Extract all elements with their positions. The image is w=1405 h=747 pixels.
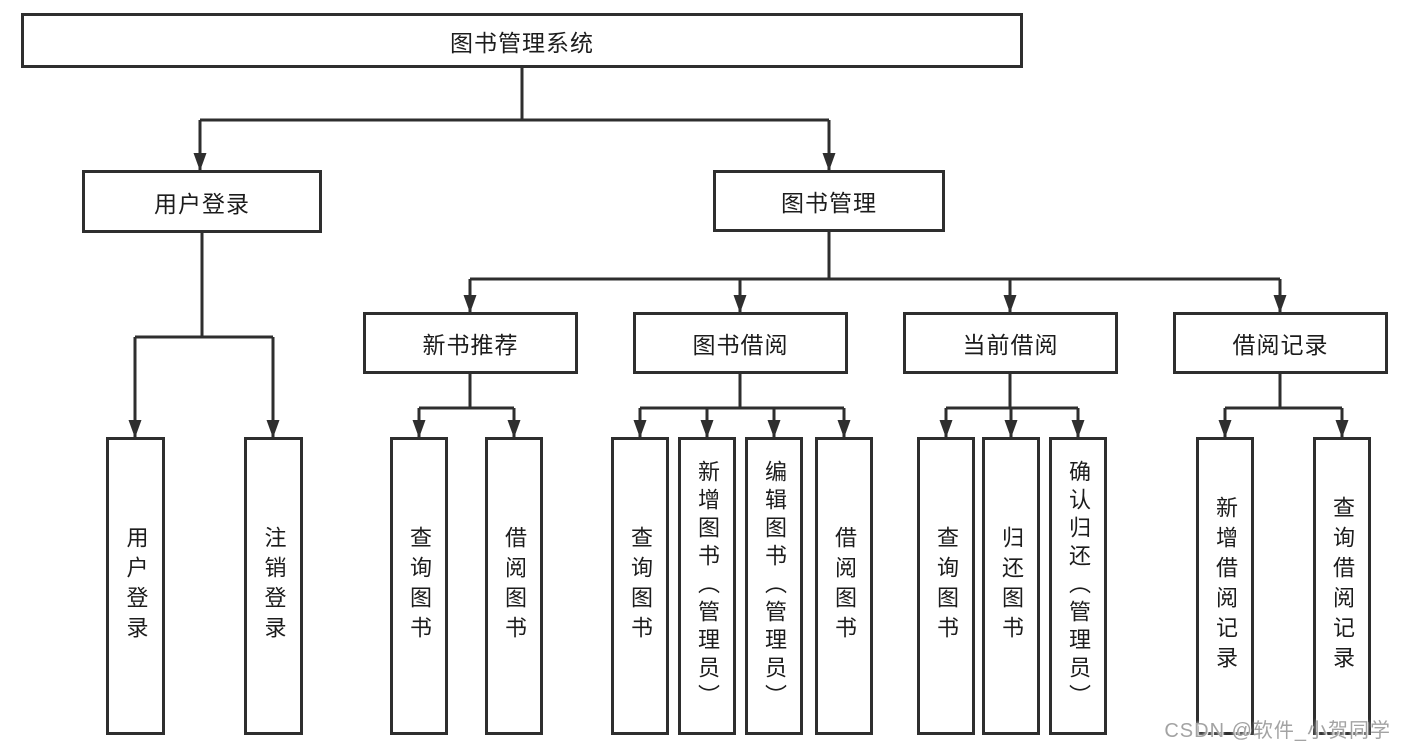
leaf-add-borrow-record: 新增借阅记录 [1196, 437, 1254, 735]
node-book-borrow: 图书借阅 [633, 312, 848, 374]
node-current-borrow: 当前借阅 [903, 312, 1118, 374]
leaf-add-books-admin-label: 新增图书（管理员） [695, 460, 720, 712]
leaf-query-books-3: 查询图书 [917, 437, 975, 735]
node-new-book-recommend: 新书推荐 [363, 312, 578, 374]
node-root: 图书管理系统 [21, 13, 1023, 68]
leaf-edit-books-admin-label: 编辑图书（管理员） [762, 460, 787, 712]
leaf-query-borrow-record-label: 查询借阅记录 [1330, 496, 1355, 676]
node-book-management: 图书管理 [713, 170, 945, 232]
leaf-edit-books-admin: 编辑图书（管理员） [745, 437, 803, 735]
node-book-management-label: 图书管理 [781, 190, 877, 216]
leaf-borrow-books-1: 借阅图书 [485, 437, 543, 735]
leaf-query-books-1: 查询图书 [390, 437, 448, 735]
leaf-query-books-2: 查询图书 [611, 437, 669, 735]
node-user-login-branch-label: 用户登录 [154, 190, 250, 217]
leaf-add-books-admin: 新增图书（管理员） [678, 437, 736, 735]
leaf-borrow-books-1-label: 借阅图书 [502, 526, 527, 646]
node-new-book-recommend-label: 新书推荐 [422, 332, 519, 358]
node-book-borrow-label: 图书借阅 [692, 332, 789, 358]
csdn-watermark: CSDN @软件_小贺同学 [1164, 720, 1391, 742]
leaf-confirm-return-admin: 确认归还（管理员） [1049, 437, 1107, 735]
leaf-borrow-books-2-label: 借阅图书 [832, 526, 857, 646]
leaf-confirm-return-admin-label: 确认归还（管理员） [1066, 460, 1091, 712]
leaf-user-login: 用户登录 [106, 437, 165, 735]
node-borrow-record-label: 借阅记录 [1232, 332, 1329, 358]
node-current-borrow-label: 当前借阅 [962, 332, 1059, 358]
leaf-logout-label: 注销登录 [261, 526, 287, 646]
node-borrow-record: 借阅记录 [1173, 312, 1388, 374]
leaf-logout: 注销登录 [244, 437, 303, 735]
leaf-return-books: 归还图书 [982, 437, 1040, 735]
leaf-return-books-label: 归还图书 [999, 526, 1024, 646]
leaf-query-books-3-label: 查询图书 [934, 526, 959, 646]
leaf-borrow-books-2: 借阅图书 [815, 437, 873, 735]
leaf-add-borrow-record-label: 新增借阅记录 [1213, 496, 1238, 676]
leaf-query-borrow-record: 查询借阅记录 [1313, 437, 1371, 735]
leaf-user-login-label: 用户登录 [123, 526, 149, 646]
node-root-label: 图书管理系统 [450, 29, 594, 56]
leaf-query-books-2-label: 查询图书 [628, 526, 653, 646]
node-user-login-branch: 用户登录 [82, 170, 322, 233]
leaf-query-books-1-label: 查询图书 [407, 526, 432, 646]
